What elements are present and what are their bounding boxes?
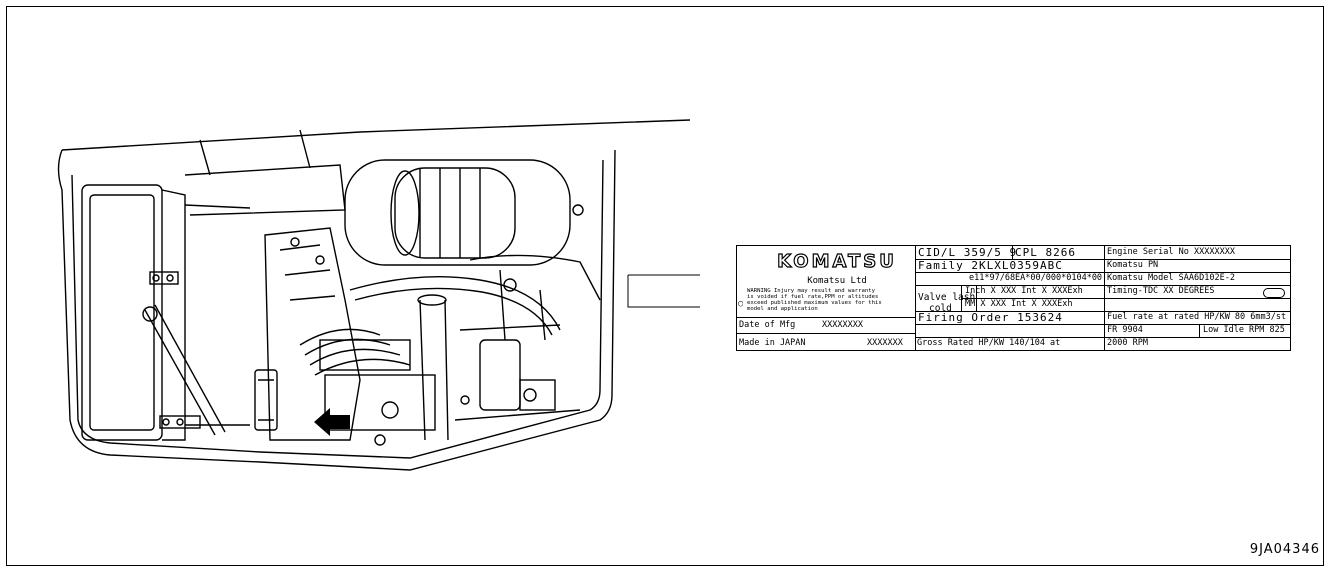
komatsu-logo: KOMATSU bbox=[777, 250, 897, 272]
komatsu-pn: Komatsu PN bbox=[1107, 260, 1159, 270]
komatsu-model: Komatsu Model SAA6D102E-2 bbox=[1107, 273, 1235, 283]
warning-symbol: ○ bbox=[738, 299, 744, 309]
figure-code: 9JA04346 bbox=[1249, 542, 1320, 557]
timing-oval-icon bbox=[1263, 288, 1285, 298]
fuel-rate-fr: FR 9904 bbox=[1107, 325, 1143, 335]
valve-lash-cold-label: cold bbox=[929, 303, 952, 314]
warning-line-1: WARNING Injury may result and warranty bbox=[747, 288, 875, 294]
made-in-label: Made in JAPAN bbox=[739, 338, 806, 348]
cid-value: CID/L 359/5 9 bbox=[918, 247, 1018, 258]
warning-line-3: exceed published maximum values for this bbox=[747, 300, 882, 306]
timing-tdc: Timing-TDC XX DEGREES bbox=[1107, 286, 1215, 296]
warning-line-4: model and application bbox=[747, 306, 818, 312]
warning-line-2: is voided if fuel rate,PPM or altitudes bbox=[747, 294, 879, 300]
family-value: Family 2KLXL0359ABC bbox=[918, 260, 1063, 271]
date-of-mfg-value: XXXXXXXX bbox=[822, 320, 863, 330]
fuel-rate: Fuel rate at rated HP/KW 80 6mm3/st bbox=[1107, 312, 1287, 322]
engine-nameplate: KOMATSU Komatsu Ltd ○ WARNING Injury may… bbox=[736, 245, 1291, 351]
firing-order: Firing Order 153624 bbox=[918, 312, 1063, 323]
valve-lash-mm: MM X XXX Int X XXXExh bbox=[965, 299, 1073, 309]
rated-rpm: 2000 RPM bbox=[1107, 338, 1148, 348]
date-of-mfg-label: Date of Mfg bbox=[739, 320, 796, 330]
certification-number: e11*97/68EA*00/000*0104*00 bbox=[969, 273, 1103, 283]
low-idle-rpm: Low Idle RPM 825 bbox=[1203, 325, 1285, 335]
valve-lash-label: Valve lash bbox=[918, 292, 976, 303]
valve-lash-inch: Inch X XXX Int X XXXExh bbox=[965, 286, 1083, 296]
arrow-icon bbox=[314, 408, 350, 436]
gross-rated-power: Gross Rated HP/KW 140/104 at bbox=[917, 338, 1061, 348]
company-name: Komatsu Ltd bbox=[807, 276, 867, 286]
engine-compartment-illustration bbox=[57, 119, 700, 471]
made-in-value: XXXXXXX bbox=[867, 338, 903, 348]
cpl-value: CPL 8266 bbox=[1015, 247, 1076, 258]
engine-serial-number: Engine Serial No XXXXXXXX bbox=[1107, 247, 1235, 257]
figure-frame bbox=[6, 6, 1324, 566]
